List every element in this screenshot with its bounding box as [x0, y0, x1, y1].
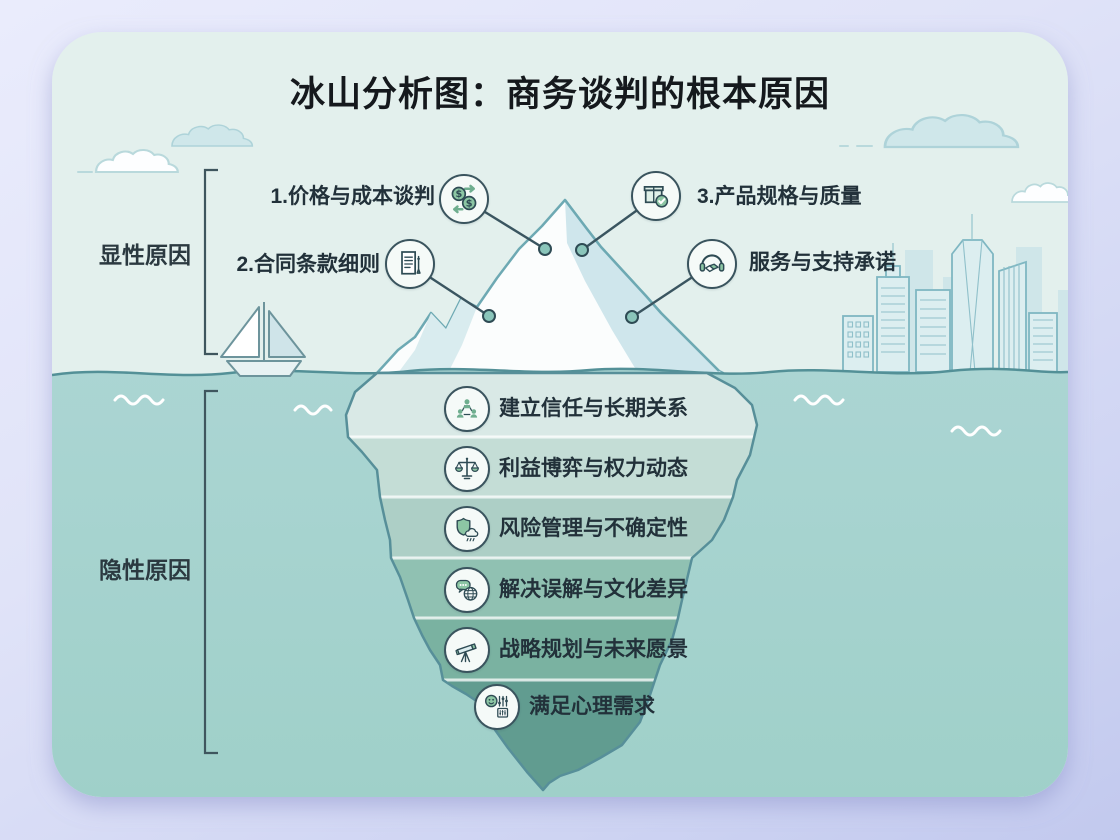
connector-lines: [429, 209, 693, 324]
city-skyline: [842, 214, 1068, 373]
wave-squiggle-icon: [113, 394, 1002, 437]
anchor-dot: [625, 310, 639, 324]
sailboat-icon: [220, 302, 306, 377]
section-brackets: [203, 168, 218, 755]
waterline: [52, 367, 1068, 377]
anchor-dot: [575, 243, 589, 257]
visible-bracket: [203, 168, 218, 356]
anchor-dot: [482, 309, 496, 323]
anchor-dot: [538, 242, 552, 256]
iceberg-above-water: [375, 198, 725, 375]
cloud-icon: [77, 113, 1068, 203]
hidden-bracket: [203, 389, 218, 755]
